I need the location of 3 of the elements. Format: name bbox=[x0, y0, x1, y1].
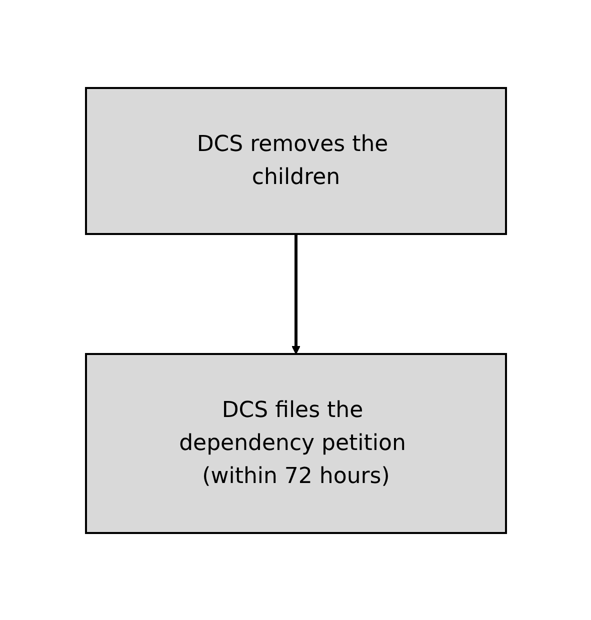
node-box bbox=[84, 86, 506, 234]
node-box bbox=[84, 352, 506, 534]
arrow bbox=[291, 234, 300, 354]
